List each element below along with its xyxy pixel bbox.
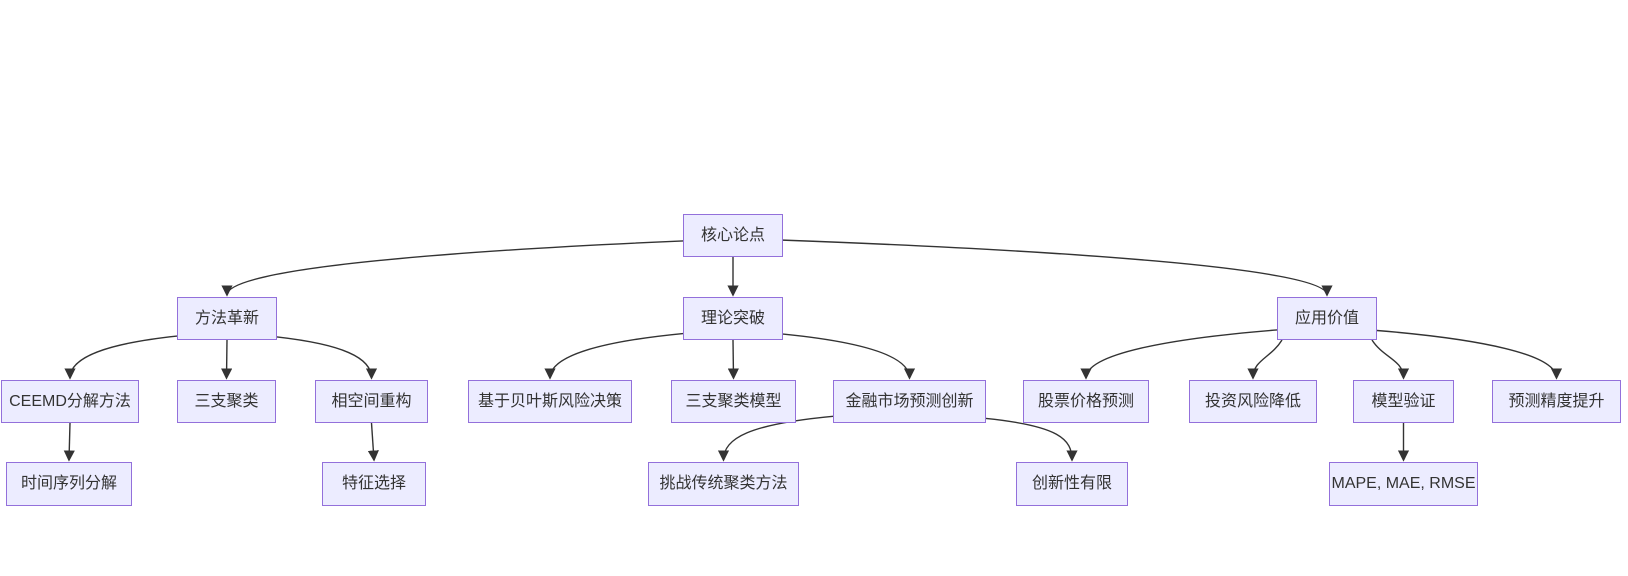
edge-core-thesis-to-method-innovation — [221, 240, 684, 297]
edge-group — [63, 239, 1563, 462]
node-label: 特征选择 — [341, 475, 406, 492]
node-feature-selection: 特征选择 — [322, 462, 426, 506]
node-label: 挑战传统聚类方法 — [659, 475, 788, 492]
node-theory-breakthrough: 理论突破 — [683, 297, 783, 340]
node-evaluation-metrics: MAPE, MAE, RMSE — [1329, 462, 1478, 506]
edge-theory-breakthrough-to-three-way-clustering-model — [727, 339, 739, 380]
node-label: MAPE, MAE, RMSE — [1331, 475, 1476, 492]
node-label: 相空间重构 — [331, 392, 412, 410]
node-label: 方法革新 — [194, 309, 259, 327]
node-label: 基于贝叶斯风险决策 — [477, 392, 622, 410]
edge-theory-breakthrough-to-financial-market-prediction-innovation — [782, 333, 916, 380]
node-ceemd-decomposition: CEEMD分解方法 — [1, 380, 139, 423]
node-core-thesis: 核心论点 — [683, 214, 783, 257]
node-phase-space-reconstruction: 相空间重构 — [315, 380, 428, 423]
edge-application-value-to-investment-risk-reduction — [1247, 339, 1283, 380]
edge-ceemd-decomposition-to-time-series-decomposition — [63, 422, 75, 462]
edge-method-innovation-to-ceemd-decomposition — [64, 335, 178, 380]
node-label: 金融市场预测创新 — [845, 392, 974, 410]
edge-phase-space-reconstruction-to-feature-selection — [367, 422, 379, 462]
edge-financial-market-prediction-innovation-to-limited-innovation — [985, 417, 1078, 462]
node-time-series-decomposition: 时间序列分解 — [6, 462, 132, 506]
node-label: 创新性有限 — [1031, 475, 1112, 492]
node-label: 股票价格预测 — [1037, 392, 1134, 410]
node-method-innovation: 方法革新 — [177, 297, 277, 340]
node-financial-market-prediction-innovation: 金融市场预测创新 — [833, 380, 986, 423]
node-three-way-clustering-model: 三支聚类模型 — [671, 380, 796, 423]
edge-application-value-to-model-validation — [1371, 339, 1410, 380]
node-application-value: 应用价值 — [1277, 297, 1377, 340]
node-label: 三支聚类 — [194, 392, 259, 410]
edge-financial-market-prediction-innovation-to-challenge-traditional-clustering — [717, 415, 834, 462]
node-label: 时间序列分解 — [20, 475, 117, 492]
edge-application-value-to-prediction-accuracy-improvement — [1376, 329, 1563, 380]
edge-method-innovation-to-three-way-clustering — [221, 339, 233, 380]
node-label: 核心论点 — [700, 226, 765, 244]
node-three-way-clustering: 三支聚类 — [177, 380, 276, 423]
node-label: 三支聚类模型 — [685, 392, 782, 410]
node-label: 投资风险降低 — [1204, 392, 1301, 410]
edge-application-value-to-stock-price-prediction — [1080, 329, 1278, 380]
edge-method-innovation-to-phase-space-reconstruction — [276, 336, 378, 380]
node-label: 理论突破 — [700, 309, 765, 327]
edge-core-thesis-to-application-value — [782, 239, 1333, 297]
node-label: 应用价值 — [1294, 309, 1359, 327]
node-label: 预测精度提升 — [1508, 392, 1605, 410]
node-limited-innovation: 创新性有限 — [1016, 462, 1128, 506]
edge-theory-breakthrough-to-bayesian-risk-decision — [544, 332, 684, 380]
node-prediction-accuracy-improvement: 预测精度提升 — [1492, 380, 1621, 423]
node-label: CEEMD分解方法 — [9, 392, 131, 410]
node-challenge-traditional-clustering: 挑战传统聚类方法 — [648, 462, 799, 506]
node-stock-price-prediction: 股票价格预测 — [1023, 380, 1149, 423]
node-bayesian-risk-decision: 基于贝叶斯风险决策 — [468, 380, 632, 423]
node-model-validation: 模型验证 — [1353, 380, 1454, 423]
node-label: 模型验证 — [1371, 392, 1436, 410]
node-investment-risk-reduction: 投资风险降低 — [1189, 380, 1317, 423]
